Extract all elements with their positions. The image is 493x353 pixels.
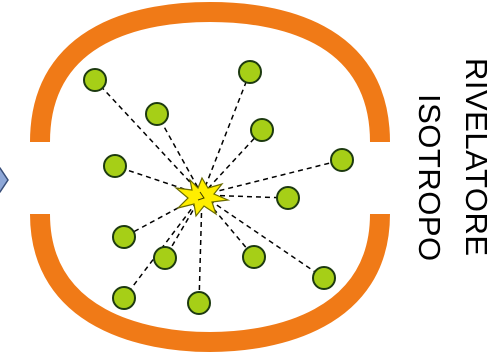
particle [113, 226, 135, 248]
particle [313, 267, 335, 289]
track [202, 130, 262, 195]
track [202, 72, 250, 195]
particle [331, 149, 353, 171]
particle [277, 187, 299, 209]
track [202, 195, 324, 278]
detector-label-line2: ISOTROPO [414, 94, 445, 262]
particle [188, 292, 210, 314]
particle [146, 103, 168, 125]
detector-label-line1: RIVELATORE [461, 58, 492, 257]
particle [251, 119, 273, 141]
particle [154, 247, 176, 269]
collision-burst-icon [176, 178, 228, 216]
particle [239, 61, 261, 83]
particle [104, 155, 126, 177]
particle [113, 287, 135, 309]
beam-arrow-icon [0, 168, 8, 192]
particle [243, 246, 265, 268]
particle [84, 69, 106, 91]
track [202, 160, 342, 195]
